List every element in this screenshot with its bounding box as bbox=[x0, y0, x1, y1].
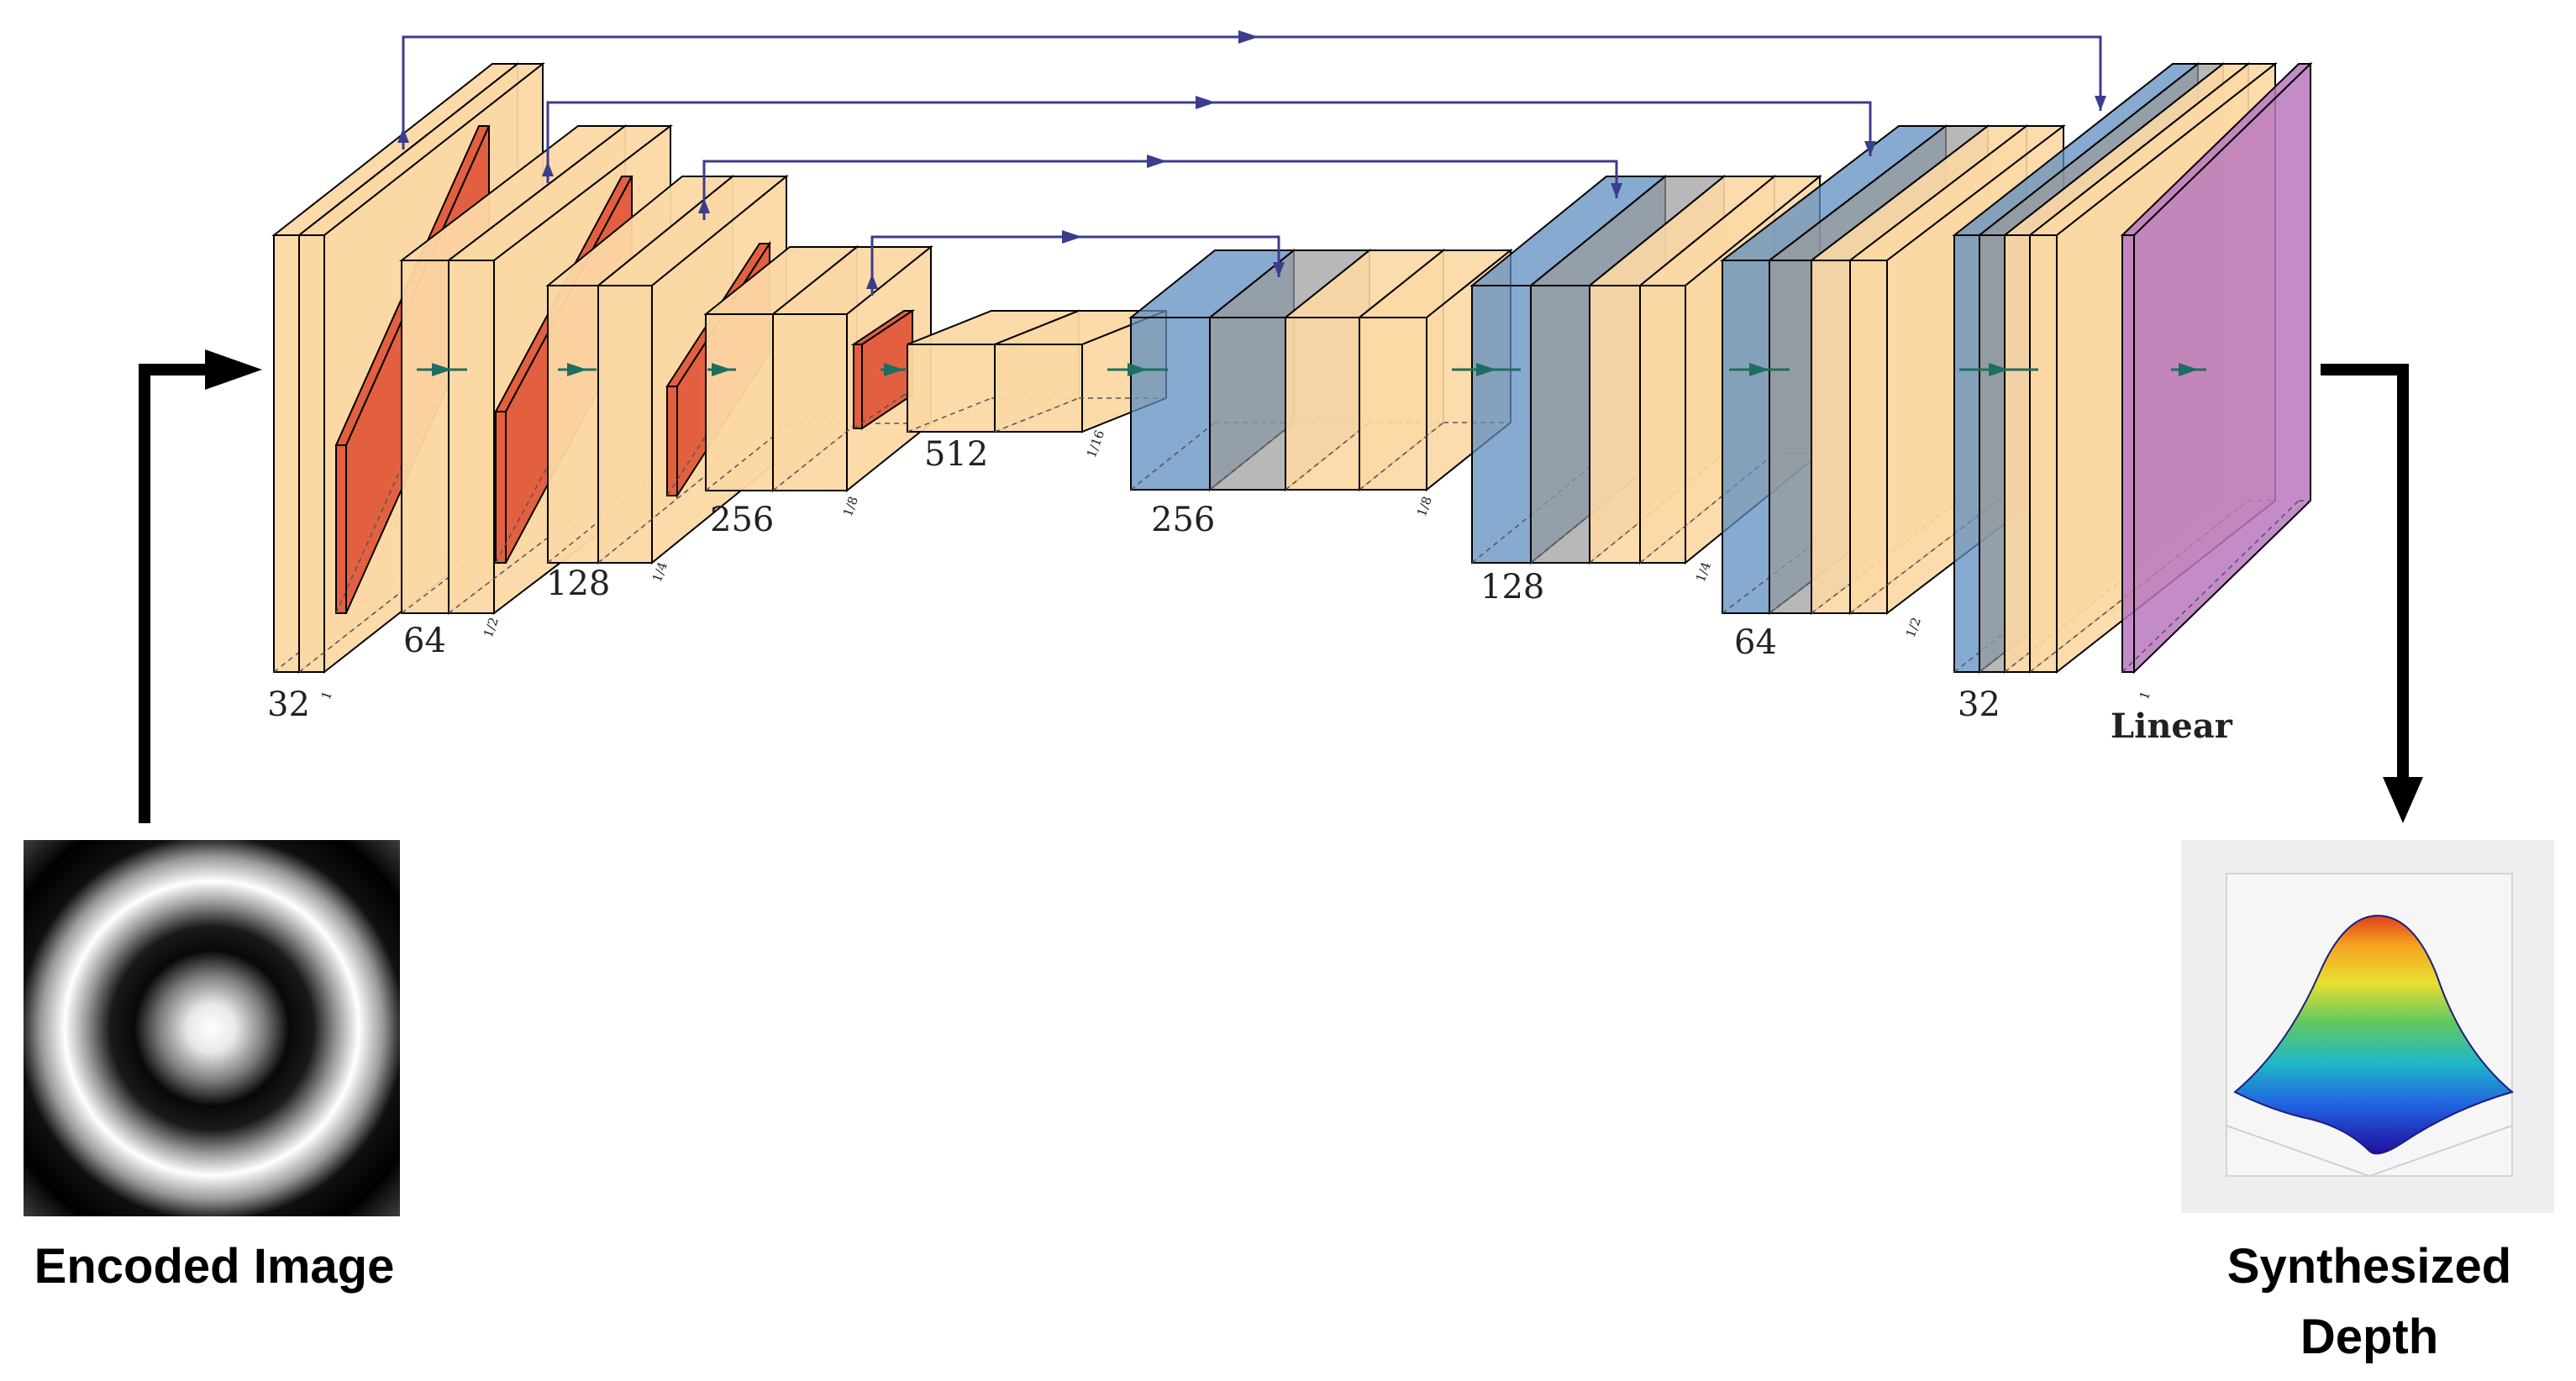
flow-1 bbox=[417, 363, 467, 376]
skip-connection-4 bbox=[866, 230, 1285, 296]
output-linear-layer bbox=[2120, 61, 2313, 675]
dec-stage3-scale: 1/2 bbox=[1903, 616, 1924, 640]
output-caption-line2: Depth bbox=[2300, 1310, 2439, 1364]
output-arrow bbox=[2321, 364, 2423, 823]
enc-stage2-scale: 1/2 bbox=[481, 616, 502, 640]
encoded-image bbox=[24, 840, 400, 1216]
skip-connection-2 bbox=[542, 96, 1876, 183]
skip-connection-3 bbox=[698, 155, 1622, 220]
dec-stage4-channels: 32 bbox=[1958, 685, 2000, 724]
enc-stage2-channels: 64 bbox=[403, 622, 446, 660]
input-arrow bbox=[139, 349, 262, 823]
enc-stage4-scale: 1/8 bbox=[840, 495, 861, 519]
flow-arrows bbox=[417, 363, 2206, 376]
flow-2 bbox=[558, 363, 597, 376]
skip-connections bbox=[397, 30, 2106, 296]
dec-stage2-channels: 128 bbox=[1480, 568, 1544, 606]
dec-stage2-scale: 1/4 bbox=[1693, 560, 1714, 585]
input-caption: Encoded Image bbox=[34, 1239, 395, 1294]
bottleneck-conv-b bbox=[994, 309, 1167, 433]
enc-stage1-channels: 32 bbox=[267, 685, 310, 724]
dec-stage3-channels: 64 bbox=[1734, 623, 1777, 662]
bottleneck-scale: 1/16 bbox=[1084, 428, 1107, 460]
dec-stage1-scale: 1/8 bbox=[1414, 495, 1435, 519]
dec-stage1-channels: 256 bbox=[1151, 501, 1215, 539]
flow-4 bbox=[881, 363, 907, 376]
enc-stage1-scale: 1 bbox=[318, 689, 335, 701]
enc-stage3-channels: 128 bbox=[546, 564, 610, 603]
output-layer-label: Linear bbox=[2111, 706, 2233, 746]
synthesized-depth-plot bbox=[2181, 840, 2554, 1213]
flow-3 bbox=[707, 363, 736, 376]
flow-5 bbox=[1107, 363, 1168, 376]
flow-9 bbox=[2171, 363, 2206, 376]
flow-8 bbox=[1959, 363, 2038, 376]
output-layer-scale: 1 bbox=[2137, 689, 2153, 701]
output-caption-line1: Synthesized bbox=[2226, 1239, 2512, 1294]
flow-7 bbox=[1729, 363, 1790, 376]
enc-stage4-channels: 256 bbox=[710, 501, 774, 539]
flow-6 bbox=[1452, 363, 1521, 376]
bottleneck-channels: 512 bbox=[924, 435, 988, 474]
skip-connection-1 bbox=[397, 30, 2106, 150]
